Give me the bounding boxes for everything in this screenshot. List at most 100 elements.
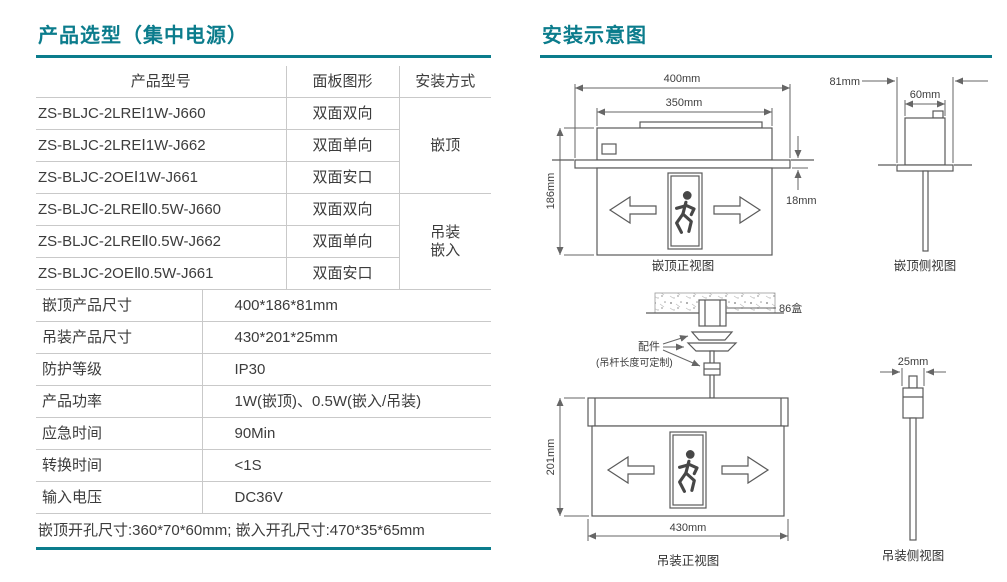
spec-value: 1W(嵌顶)、0.5W(嵌入/吊装) <box>201 385 491 418</box>
canopy-disc <box>686 342 738 352</box>
model-name: ZS-BLJC-2LREⅡ0.5W-J660 <box>36 193 286 226</box>
accessory-note: (吊杆长度可定制) <box>596 356 673 369</box>
recessed-housing <box>596 127 773 161</box>
product-selection-title: 产品选型（集中电源） <box>36 16 491 58</box>
spec-label: 嵌顶产品尺寸 <box>36 290 202 322</box>
header-model: 产品型号 <box>36 66 286 98</box>
spec-value: IP30 <box>201 353 491 386</box>
header-install: 安装方式 <box>398 66 491 98</box>
model-row: ZS-BLJC-2LREⅡ0.5W-J662 双面单向 <box>36 225 491 258</box>
dim-label-186mm: 186mm <box>545 173 557 210</box>
pictogram-frame-outer <box>667 172 703 250</box>
spec-table: 嵌顶产品尺寸 400*186*81mm 吊装产品尺寸 430*201*25mm … <box>36 290 491 514</box>
model-name: ZS-BLJC-2OEⅠ1W-J661 <box>36 161 286 194</box>
spec-label: 吊装产品尺寸 <box>36 321 202 354</box>
dim-label-400mm: 400mm <box>664 73 701 85</box>
caption-pendant-side: 吊装侧视图 <box>882 548 945 563</box>
spec-row: 嵌顶产品尺寸 400*186*81mm <box>36 290 491 322</box>
pictogram-frame-outer <box>669 431 707 509</box>
latch-detail <box>932 110 944 119</box>
accessory-arrow <box>662 335 689 345</box>
spec-label: 产品功率 <box>36 385 202 418</box>
lamp-housing <box>587 397 789 427</box>
model-table-header-row: 产品型号 面板图形 安装方式 <box>36 66 491 98</box>
product-selection-section: 产品选型（集中电源） 产品型号 面板图形 安装方式 ZS-BLJC-2LREⅠ1… <box>36 16 491 550</box>
model-row: ZS-BLJC-2LREⅠ1W-J660 双面双向 嵌顶 <box>36 97 491 194</box>
panel-type: 双面单向 <box>285 225 399 258</box>
mounting-flange-side <box>896 164 954 172</box>
model-row: ZS-BLJC-2LREⅡ0.5W-J660 双面双向 吊装 嵌入 <box>36 193 491 290</box>
cutout-size-row: 嵌顶开孔尺寸:360*70*60mm; 嵌入开孔尺寸:470*35*65mm <box>36 514 491 550</box>
panel-type: 双面安口 <box>285 257 399 290</box>
spring-clamp <box>639 121 763 129</box>
diagram-pendant-side: 25mm 吊装侧视图 <box>880 356 946 563</box>
sign-blade-side <box>922 170 929 252</box>
spec-label: 防护等级 <box>36 353 202 386</box>
install-method-line2: 嵌入 <box>430 241 461 259</box>
panel-type: 双面双向 <box>285 97 399 130</box>
spec-value: 400*186*81mm <box>201 290 491 322</box>
dim-label-18mm: 18mm <box>786 195 817 207</box>
dim-label-430mm: 430mm <box>670 522 707 534</box>
model-table: 产品型号 面板图形 安装方式 ZS-BLJC-2LREⅠ1W-J660 双面双向… <box>36 66 491 290</box>
diagram-pendant-front: 86盒 配件 (吊杆长度可定制) 201mm <box>545 292 802 568</box>
accessory-arrow <box>662 349 701 367</box>
rod-connector <box>902 387 924 419</box>
pendant-side-dimensions: 25mm <box>880 356 946 386</box>
spec-label: 转换时间 <box>36 449 202 482</box>
caption-pendant-front: 吊装正视图 <box>657 553 720 568</box>
spec-row: 防护等级 IP30 <box>36 353 491 386</box>
mounting-flange <box>574 159 791 169</box>
dim-label-350mm: 350mm <box>666 97 703 109</box>
cutout-size-note: 嵌顶开孔尺寸:360*70*60mm; 嵌入开孔尺寸:470*35*65mm <box>36 514 491 550</box>
spec-value: 90Min <box>201 417 491 450</box>
spec-row: 产品功率 1W(嵌顶)、0.5W(嵌入/吊装) <box>36 385 491 418</box>
installation-diagrams: 400mm 350mm 186mm 18mm <box>545 73 988 568</box>
caption-ceiling-front: 嵌顶正视图 <box>652 258 715 273</box>
model-name: ZS-BLJC-2LREⅠ1W-J660 <box>36 97 286 130</box>
pictogram-frame-inner <box>672 434 704 506</box>
ceiling-side-dimensions: 81mm 60mm <box>829 76 988 163</box>
pictogram-frame-inner <box>670 175 700 247</box>
junction-box-label: 86盒 <box>779 301 802 315</box>
spec-row: 转换时间 <1S <box>36 449 491 482</box>
recessed-housing-side <box>904 117 946 166</box>
dim-label-60mm: 60mm <box>910 89 941 101</box>
canopy-cover <box>690 331 734 341</box>
diagram-ceiling-front: 400mm 350mm 186mm 18mm <box>545 73 817 273</box>
junction-box <box>698 299 727 327</box>
dim-label-25mm: 25mm <box>898 356 929 368</box>
spec-label: 输入电压 <box>36 481 202 514</box>
header-panel: 面板图形 <box>285 66 399 98</box>
caption-ceiling-side: 嵌顶侧视图 <box>894 258 957 273</box>
rod-stub <box>908 375 918 389</box>
sign-blade-side <box>909 417 917 541</box>
model-row: ZS-BLJC-2LREⅠ1W-J662 双面单向 <box>36 129 491 162</box>
panel-type: 双面单向 <box>285 129 399 162</box>
spec-value: <1S <box>201 449 491 482</box>
installation-diagram-section: 安装示意图 <box>540 16 992 568</box>
model-row: ZS-BLJC-2OEⅠ1W-J661 双面安口 <box>36 161 491 194</box>
spec-row: 应急时间 90Min <box>36 417 491 450</box>
panel-type: 双面双向 <box>285 193 399 226</box>
panel-type: 双面安口 <box>285 161 399 194</box>
dim-label-201mm: 201mm <box>545 439 557 476</box>
model-name: ZS-BLJC-2OEⅡ0.5W-J661 <box>36 257 286 290</box>
accessory-label: 配件 <box>638 340 660 353</box>
spec-value: DC36V <box>201 481 491 514</box>
dim-label-81mm: 81mm <box>829 76 860 88</box>
model-name: ZS-BLJC-2LREⅡ0.5W-J662 <box>36 225 286 258</box>
install-method-ceiling: 嵌顶 <box>398 97 491 194</box>
spec-label: 应急时间 <box>36 417 202 450</box>
spec-row: 吊装产品尺寸 430*201*25mm <box>36 321 491 354</box>
ceiling-front-dimensions: 400mm 350mm 186mm 18mm <box>545 73 817 256</box>
pendant-front-dimensions: 201mm 430mm <box>545 397 789 541</box>
cutout-size-table: 嵌顶开孔尺寸:360*70*60mm; 嵌入开孔尺寸:470*35*65mm <box>36 514 491 550</box>
model-name: ZS-BLJC-2LREⅠ1W-J662 <box>36 129 286 162</box>
terminal-block <box>601 143 617 155</box>
spec-row: 输入电压 DC36V <box>36 481 491 514</box>
spec-value: 430*201*25mm <box>201 321 491 354</box>
install-method-line1: 吊装 <box>430 224 461 242</box>
installation-diagram-title: 安装示意图 <box>540 16 992 58</box>
install-method-pendant: 吊装 嵌入 <box>398 193 491 290</box>
